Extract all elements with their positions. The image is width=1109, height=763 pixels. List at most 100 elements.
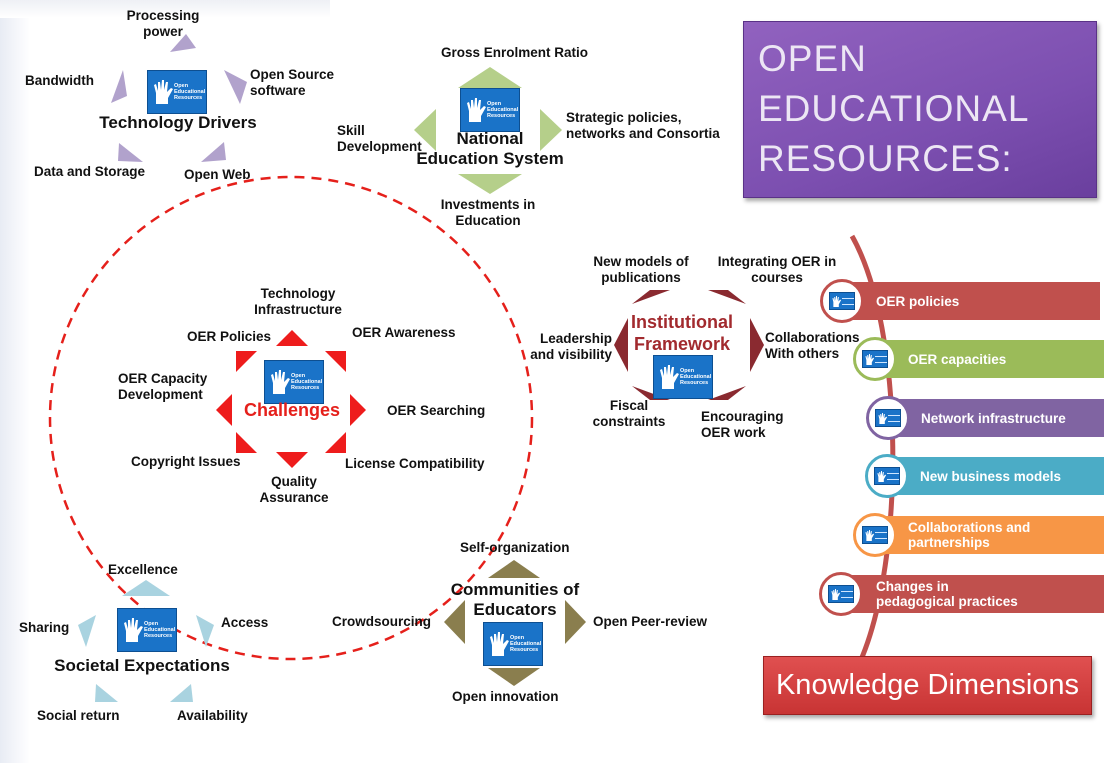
challenge-item-oer-searching: OER Searching: [387, 403, 486, 418]
soc-arrow-bottomright: [170, 684, 193, 702]
tech-item-bandwidth: Bandwidth: [25, 73, 94, 88]
challenges-dashed-circle: [48, 175, 534, 661]
challenge-arrow-n: [276, 330, 308, 346]
soc-title: Societal Expectations: [54, 656, 230, 675]
soc-arrow-bottomleft: [95, 684, 118, 702]
inst-item-fiscal: Fiscal constraints: [592, 398, 666, 429]
nes-arrow-left: [414, 109, 436, 151]
hand-icon: [154, 80, 173, 104]
background-top-shade: [0, 0, 330, 18]
soc-arrow-top: [122, 580, 170, 596]
tech-arrow-right: [224, 70, 247, 104]
challenges-title: Challenges: [243, 400, 341, 420]
nes-arrow-right: [540, 109, 562, 151]
soc-arrows: [78, 580, 214, 702]
challenge-arrow-e: [350, 394, 366, 426]
hand-icon: [660, 365, 679, 389]
kd-bar-collaborations: Collaborations and partnerships: [876, 516, 1104, 554]
tech-drivers-title: Technology Drivers: [99, 113, 257, 132]
nes-item-gross-enrolment: Gross Enrolment Ratio: [441, 45, 589, 60]
tech-arrow-top: [170, 34, 196, 52]
inst-arrow-left: [614, 318, 628, 372]
inst-arrow-topright: [708, 290, 746, 304]
tech-arrow-left: [111, 70, 127, 103]
challenge-item-copyright: Copyright Issues: [131, 454, 241, 469]
inst-item-integrating-oer: Integrating OER in courses: [717, 254, 837, 285]
soc-arrow-left: [78, 615, 96, 647]
challenge-item-quality-assurance: Quality Assurance: [259, 474, 329, 505]
inst-arrow-bottomright: [708, 386, 746, 400]
inst-item-new-models: New models of publications: [593, 254, 689, 285]
challenge-arrow-w: [216, 394, 232, 426]
hand-icon: [271, 370, 290, 394]
soc-item-sharing: Sharing: [19, 620, 70, 635]
challenge-item-capacity-dev: OER Capacity Development: [118, 371, 208, 402]
hand-icon: [831, 589, 841, 600]
hand-icon: [124, 618, 143, 642]
hand-icon: [467, 98, 486, 122]
inst-item-encouraging: Encouraging OER work: [701, 409, 784, 440]
kd-bar-pedagogical-practices: Changes in pedagogical practices: [842, 575, 1104, 613]
challenge-arrow-sw: [236, 432, 257, 453]
kd-bar-network-infrastructure: Network infrastructure: [889, 399, 1104, 437]
nes-arrow-bottom: [458, 174, 522, 194]
nes-item-skill-development: Skill Development: [337, 123, 422, 154]
tech-item-open-source: Open Source software: [250, 67, 335, 98]
inst-arrow-topleft: [632, 290, 670, 304]
challenge-item-oer-policies: OER Policies: [187, 329, 272, 344]
soc-item-excellence: Excellence: [108, 562, 178, 577]
hand-icon: [865, 354, 875, 365]
background-left-shade: [0, 0, 30, 763]
comm-arrow-bottom: [488, 668, 540, 686]
inst-item-collaborations: Collaborations With others: [765, 330, 860, 361]
challenge-item-oer-awareness: OER Awareness: [352, 325, 456, 340]
challenge-item-license-compat: License Compatibility: [345, 456, 485, 471]
comm-arrow-left: [444, 600, 465, 644]
challenge-arrow-s: [276, 452, 308, 468]
knowledge-arc: [849, 234, 896, 664]
kd-bar-new-business-models: New business models: [888, 457, 1104, 495]
hand-icon: [865, 530, 875, 541]
knowledge-dimensions-title: Knowledge Dimensions: [763, 656, 1092, 715]
soc-item-social-return: Social return: [37, 708, 120, 723]
nes-arrows: [414, 67, 562, 194]
hand-icon: [878, 413, 888, 424]
comm-arrow-right: [565, 600, 586, 644]
tech-item-open-web: Open Web: [184, 167, 251, 182]
tech-arrow-bottomright: [201, 142, 226, 162]
challenge-arrows: [216, 330, 366, 468]
inst-arrow-right: [750, 318, 764, 372]
kd-circle: [866, 396, 910, 440]
challenge-arrow-nw: [236, 351, 257, 372]
oer-logo-small: [862, 526, 888, 544]
oer-logo-small: [874, 467, 900, 485]
comm-arrow-top: [488, 560, 540, 578]
nes-item-strategic-policies: Strategic policies, networks and Consort…: [566, 110, 720, 141]
oer-logo-small: [862, 350, 888, 368]
tech-item-processing-power: Processing power: [126, 8, 200, 39]
comm-item-self-organization: Self-organization: [460, 540, 570, 555]
comm-arrows: [444, 560, 586, 686]
hand-icon: [877, 471, 887, 482]
challenge-item-tech-infra: Technology Infrastructure: [254, 286, 342, 317]
challenge-arrow-se: [325, 432, 346, 453]
tech-arrows: [111, 34, 247, 162]
comm-item-open-innovation: Open innovation: [452, 689, 559, 704]
comm-item-crowdsourcing: Crowdsourcing: [332, 614, 432, 629]
